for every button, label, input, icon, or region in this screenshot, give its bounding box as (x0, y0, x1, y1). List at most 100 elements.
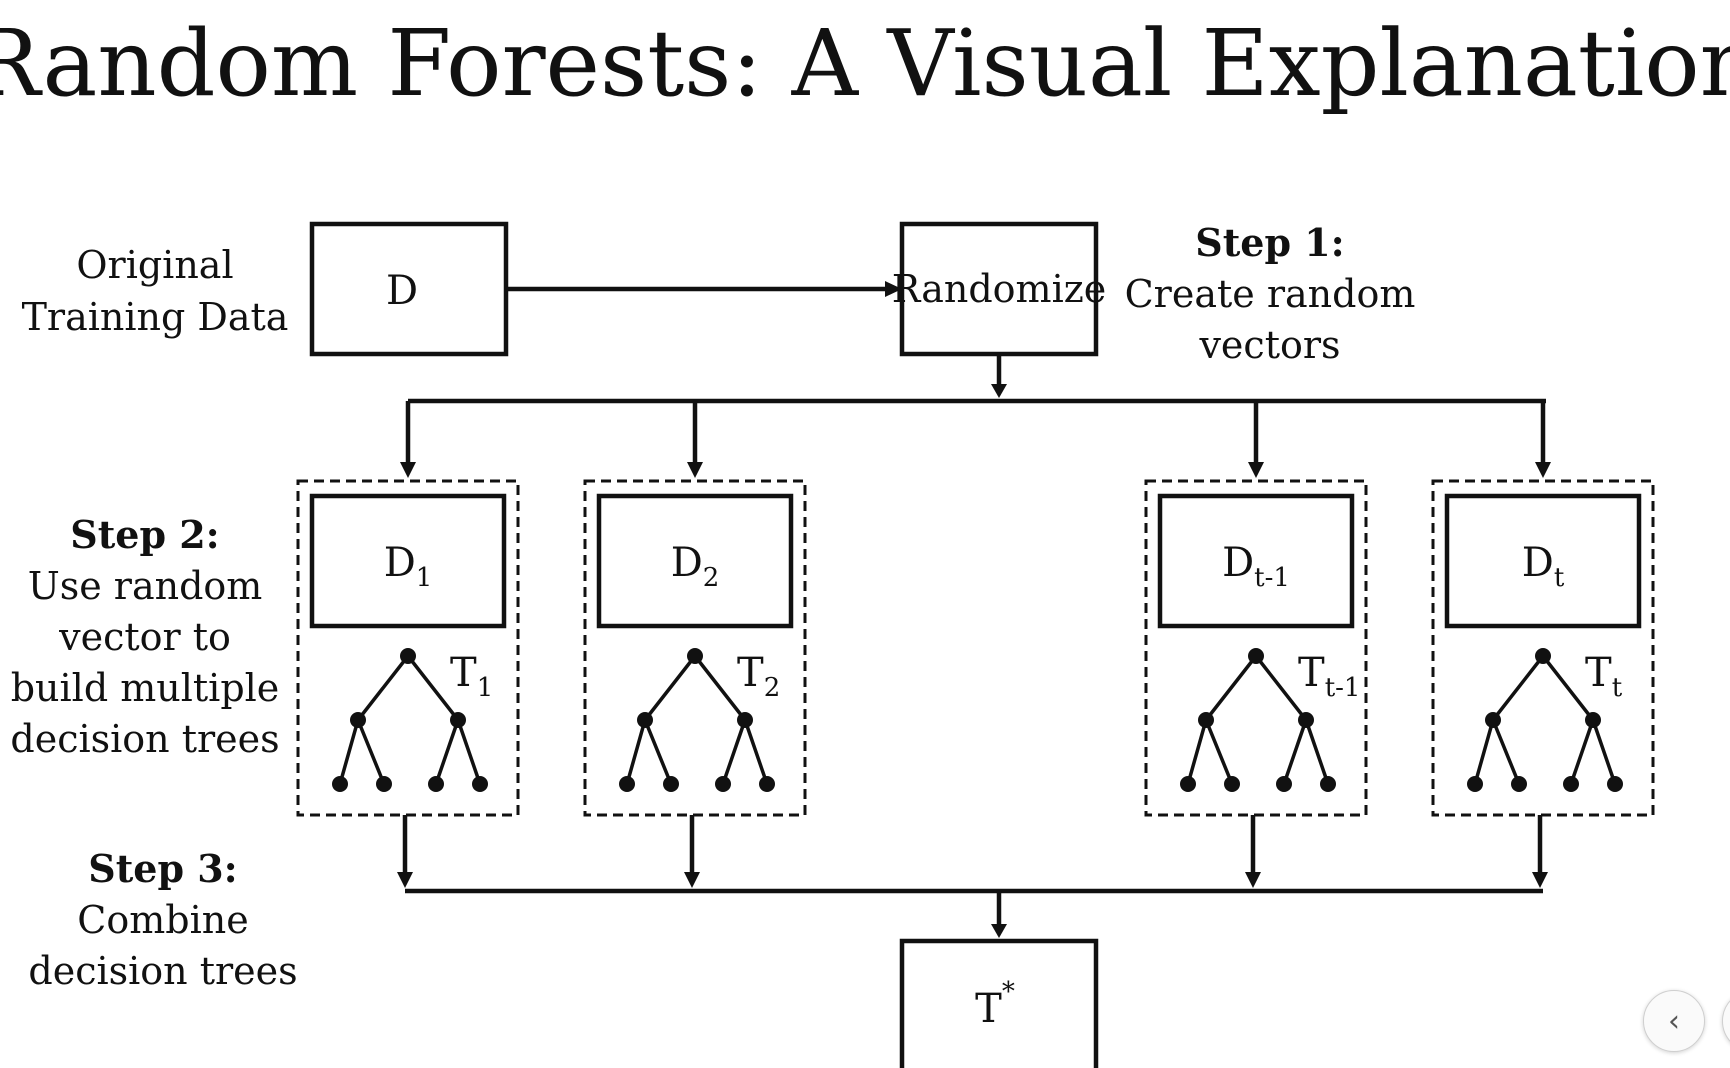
tree-label-sub: t (1612, 673, 1623, 703)
step3-line2: decision trees (28, 949, 297, 993)
chevron-left-icon: ‹ (1668, 1003, 1680, 1039)
tree-node (1180, 776, 1196, 792)
tree-label: T1 (450, 650, 493, 703)
tree-node (1198, 712, 1214, 728)
tree-node (1607, 776, 1623, 792)
tree-edge (643, 654, 697, 722)
subset-data-box (596, 493, 794, 629)
subset-container (296, 479, 520, 817)
subset-data-base: D (1522, 540, 1554, 586)
tree-label-sub: 1 (477, 673, 494, 703)
tree-edge (1473, 719, 1495, 785)
tree-label: T2 (737, 650, 780, 703)
tree-edge (1254, 654, 1308, 722)
step1-line1: Create random (1125, 272, 1416, 316)
tree-label: Tt-1 (1298, 650, 1360, 703)
tree-edge (643, 719, 673, 785)
tree-edge (356, 719, 386, 785)
final-tree-sup: * (1002, 977, 1015, 1007)
tree-node (1248, 648, 1264, 664)
combine-arrowhead (1532, 872, 1548, 888)
combine-arrowhead (1245, 872, 1261, 888)
subset-data-sub: t (1554, 563, 1565, 593)
tree-label: Tt (1585, 650, 1623, 703)
tree-edge (721, 719, 747, 785)
subset-container (1431, 479, 1655, 817)
tree-edge (1541, 654, 1595, 722)
step3-heading: Step 3: (88, 846, 237, 891)
branch-arrowhead (1535, 462, 1551, 478)
final-tree-base: T (975, 986, 1002, 1032)
tree-edge (693, 654, 747, 722)
original-label-line1: Original (76, 243, 233, 287)
tree-edge (1491, 719, 1521, 785)
tree-edge (625, 719, 647, 785)
randomize-label: Randomize (892, 267, 1107, 311)
tree-edge (1204, 654, 1258, 722)
tree-label-sub: t-1 (1325, 673, 1361, 703)
tree-node (619, 776, 635, 792)
tree-node (1298, 712, 1314, 728)
tree-node (332, 776, 348, 792)
branch-arrowhead (1248, 462, 1264, 478)
subset-data-label: D2 (671, 540, 720, 593)
step2-line1: Use random (28, 564, 263, 608)
subset-data-sub: t-1 (1254, 563, 1290, 593)
subset-data-base: D (671, 540, 703, 586)
combine-arrowhead (684, 872, 700, 888)
tree-edge (406, 654, 460, 722)
arrowhead-randomize (885, 281, 902, 297)
tree-edge (1304, 719, 1330, 785)
step1-heading: Step 1: (1195, 220, 1344, 265)
randomize-box (899, 221, 1099, 357)
original-data-label: D (386, 268, 418, 314)
tree-node (1276, 776, 1292, 792)
tree-node (1467, 776, 1483, 792)
subset-data-sub: 2 (703, 563, 720, 593)
tree-edge (743, 719, 769, 785)
subset-container (583, 479, 807, 817)
subset-data-base: D (384, 540, 416, 586)
step2-line2: vector to (58, 615, 231, 659)
tree-node (1224, 776, 1240, 792)
tree-label-base: T (737, 650, 764, 696)
tree-node (376, 776, 392, 792)
tree-group-3: Dt-1Tt-1 (1144, 401, 1368, 888)
subset-data-sub: 1 (416, 563, 433, 593)
combine-arrowhead (397, 872, 413, 888)
tree-node (687, 648, 703, 664)
step2-line3: build multiple (11, 666, 280, 710)
tree-node (1485, 712, 1501, 728)
final-tree-label: T* (975, 977, 1015, 1032)
page-title: Random Forests: A Visual Explanation (0, 10, 1730, 117)
final-tree-box (899, 938, 1099, 1068)
subset-data-base: D (1222, 540, 1254, 586)
tree-node (400, 648, 416, 664)
branch-arrowhead (400, 462, 416, 478)
subset-data-box (309, 493, 507, 629)
tree-edge (338, 719, 360, 785)
tree-node (428, 776, 444, 792)
tree-node (759, 776, 775, 792)
branch-arrowhead (687, 462, 703, 478)
tree-edge (1569, 719, 1595, 785)
step2-heading: Step 2: (70, 512, 219, 557)
tree-edge (356, 654, 410, 722)
tree-node (1585, 712, 1601, 728)
step2-line4: decision trees (10, 717, 279, 761)
tree-node (1535, 648, 1551, 664)
subset-data-label: Dt (1522, 540, 1565, 593)
tree-edge (1204, 719, 1234, 785)
subset-data-label: Dt-1 (1222, 540, 1290, 593)
original-data-box (309, 221, 509, 357)
prev-slide-button[interactable]: ‹ (1643, 990, 1705, 1052)
tree-node (1511, 776, 1527, 792)
tree-node (737, 712, 753, 728)
subset-data-label: D1 (384, 540, 433, 593)
tree-label-sub: 2 (764, 673, 781, 703)
subset-data-box (1444, 493, 1642, 629)
tree-node (637, 712, 653, 728)
step1-line2: vectors (1198, 323, 1340, 367)
